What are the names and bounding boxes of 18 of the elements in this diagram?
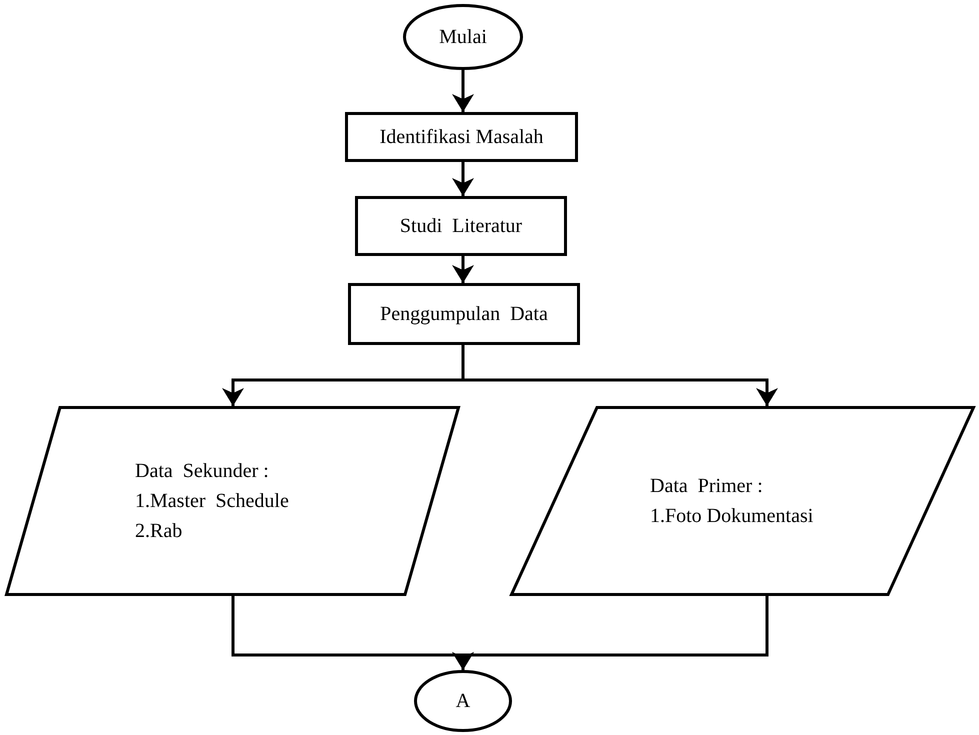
arrow	[462, 345, 778, 406]
process-box	[355, 196, 567, 256]
list-item: 1.Master Schedule	[135, 489, 289, 514]
arrow	[452, 70, 474, 112]
arrow	[452, 596, 768, 670]
node-label: Identifikasi Masalah	[380, 125, 544, 150]
arrow	[452, 256, 474, 283]
node-label: Data Sekunder :	[135, 459, 269, 484]
node-label: Studi Literatur	[400, 214, 522, 239]
node-label: Data Primer :	[650, 474, 763, 499]
list-item: 2.Rab	[135, 519, 182, 544]
list-item: 1.Foto Dokumentasi	[650, 504, 814, 529]
process-box	[348, 283, 580, 345]
node-label: Mulai	[439, 25, 487, 50]
process-box	[345, 112, 578, 162]
node-label: A	[456, 689, 470, 714]
arrow	[452, 162, 474, 196]
node-label: Penggumpulan Data	[380, 302, 548, 327]
